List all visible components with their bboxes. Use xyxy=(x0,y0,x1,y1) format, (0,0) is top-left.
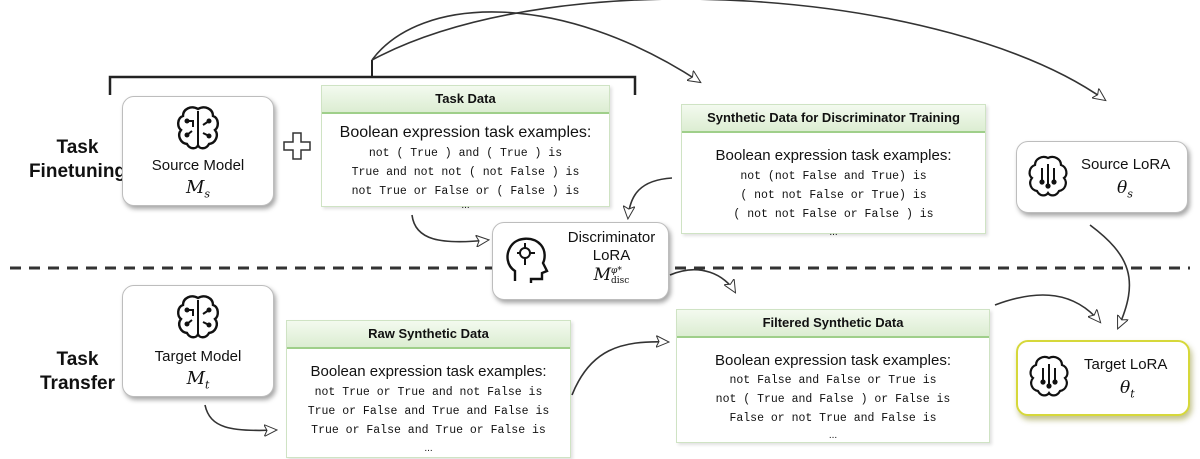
arrow-source-to-target-lora xyxy=(1089,224,1131,328)
arrow-filtered-to-target-lora xyxy=(994,294,1100,322)
raw-synthetic-ellipsis: ... xyxy=(424,443,433,454)
task-data-lines: not ( True ) and ( True ) is True and no… xyxy=(322,144,609,201)
arrow-to-synthetic-disc xyxy=(371,11,700,82)
source-model-name: Source Model xyxy=(151,157,245,174)
arrow-synth-to-disc xyxy=(628,177,673,218)
raw-synthetic-box: Raw Synthetic Data Boolean expression ta… xyxy=(286,320,571,458)
synthetic-disc-line: ( not not False or True) is xyxy=(740,189,927,202)
filtered-synthetic-line: not False and False or True is xyxy=(729,374,937,387)
arrow-to-source-lora xyxy=(371,0,1105,100)
task-data-line: not True or False or ( False ) is xyxy=(351,185,580,198)
raw-synthetic-line: True or False and True or False is xyxy=(311,424,546,437)
source-lora-symbol: θs xyxy=(1117,178,1133,201)
discriminator-name-line1: Discriminator xyxy=(567,229,656,246)
arrow-raw-to-filtered xyxy=(571,342,668,396)
plus-icon: + xyxy=(282,131,312,161)
discriminator-name-line2: LoRA xyxy=(592,247,631,264)
filtered-synthetic-line: False or not True and False is xyxy=(729,412,937,425)
filtered-synthetic-line: not ( True and False ) or False is xyxy=(715,393,951,406)
synthetic-disc-box: Synthetic Data for Discriminator Trainin… xyxy=(681,104,986,238)
raw-synthetic-header: Raw Synthetic Data xyxy=(287,321,570,349)
task-data-box: Task Data Boolean expression task exampl… xyxy=(321,85,610,211)
target-lora-card: Target LoRA θt xyxy=(1016,340,1190,416)
source-lora-card: Source LoRA θs xyxy=(1016,141,1188,213)
arrow-disc-to-filtered xyxy=(669,269,735,292)
synthetic-disc-line: not (not False and True) is xyxy=(740,170,927,183)
synthetic-disc-lines: not (not False and True) is ( not not Fa… xyxy=(682,167,985,224)
filtered-synthetic-title: Boolean expression task examples: xyxy=(715,352,951,369)
task-data-line: True and not not ( not False ) is xyxy=(351,166,580,179)
synthetic-disc-line: ( not not False or False ) is xyxy=(733,208,934,221)
raw-synthetic-title: Boolean expression task examples: xyxy=(310,363,547,380)
arrow-target-to-raw xyxy=(204,404,276,430)
task-data-title: Boolean expression task examples: xyxy=(339,124,592,141)
task-data-line: not ( True ) and ( True ) is xyxy=(368,147,563,160)
filtered-synthetic-box: Filtered Synthetic Data Boolean expressi… xyxy=(676,309,990,443)
circuit-node-icon xyxy=(1029,355,1069,397)
task-data-header: Task Data xyxy=(322,86,609,114)
head-circuit-icon xyxy=(506,237,549,283)
source-lora-name: Source LoRA xyxy=(1081,156,1171,173)
arrow-task-to-disc xyxy=(411,214,488,242)
filtered-synthetic-ellipsis: ... xyxy=(828,430,838,441)
label-task-transfer: Task Transfer xyxy=(40,349,115,394)
target-lora-symbol: θt xyxy=(1120,378,1135,401)
brain-circuit-icon xyxy=(177,295,219,339)
filtered-synthetic-header: Filtered Synthetic Data xyxy=(677,310,989,338)
synthetic-disc-title: Boolean expression task examples: xyxy=(715,147,952,164)
source-model-card: Source Model Ms xyxy=(122,96,274,206)
task-data-ellipsis: ... xyxy=(461,200,470,211)
target-model-name: Target Model xyxy=(154,348,242,365)
label-task-finetuning: Task Finetuning xyxy=(28,137,127,182)
circuit-node-icon xyxy=(1028,155,1068,197)
brain-circuit-icon xyxy=(177,106,219,150)
synthetic-disc-ellipsis: ... xyxy=(829,227,838,238)
raw-synthetic-line: True or False and True and False is xyxy=(307,405,550,418)
source-model-symbol: Ms xyxy=(185,177,211,201)
target-model-card: Target Model Mt xyxy=(122,285,274,397)
target-model-symbol: Mt xyxy=(186,368,210,392)
synthetic-disc-header: Synthetic Data for Discriminator Trainin… xyxy=(682,105,985,133)
raw-synthetic-lines: not True or True and not False is True o… xyxy=(287,383,570,440)
raw-synthetic-line: not True or True and not False is xyxy=(314,386,543,399)
target-lora-name: Target LoRA xyxy=(1084,356,1168,373)
filtered-synthetic-lines: not False and False or True is not ( Tru… xyxy=(677,371,989,428)
